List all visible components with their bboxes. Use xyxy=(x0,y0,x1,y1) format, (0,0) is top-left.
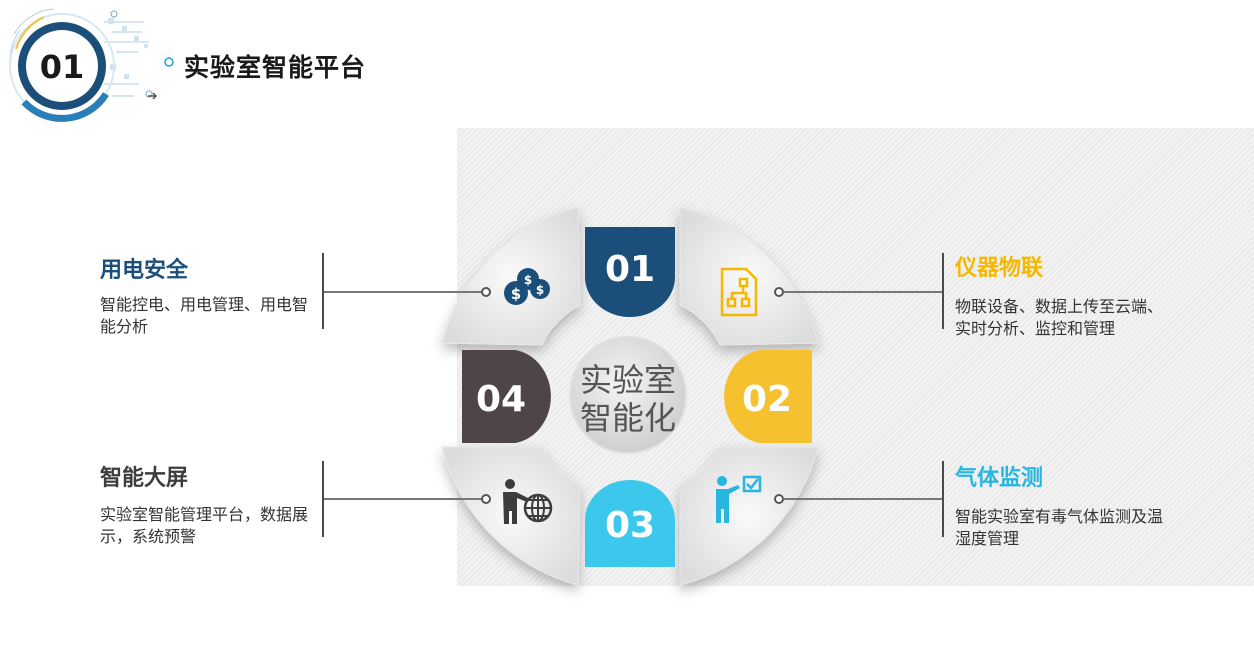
item-top-left: 用电安全 智能控电、用电管理、用电智能分析 xyxy=(100,252,315,338)
segment-01-tab xyxy=(585,227,675,317)
svg-text:$: $ xyxy=(536,283,544,297)
badge-number: 01 xyxy=(40,48,85,86)
item-description: 智能实验室有毒气体监测及温湿度管理 xyxy=(955,507,1164,548)
item-title: 仪器物联 xyxy=(955,256,1044,281)
top-right-divider xyxy=(942,253,944,329)
item-bottom-left: 智能大屏 实验室智能管理平台，数据展示，系统预警 xyxy=(100,460,315,548)
item-bottom-right: 气体监测 智能实验室有毒气体监测及温湿度管理 xyxy=(955,460,1165,550)
bottom-left-connector-dot xyxy=(481,494,491,504)
item-description: 实验室智能管理平台，数据展示，系统预警 xyxy=(100,505,309,546)
item-title: 智能大屏 xyxy=(100,466,189,491)
item-description: 智能控电、用电管理、用电智能分析 xyxy=(100,295,309,336)
svg-text:$: $ xyxy=(511,285,521,303)
bottom-right-connector-dot xyxy=(774,494,784,504)
segment-02-number: 02 xyxy=(742,379,792,420)
bottom-right-divider xyxy=(942,461,944,537)
segment-02-tab xyxy=(724,350,812,443)
bottom-right-connector xyxy=(784,498,942,500)
segment-03-tab xyxy=(585,480,675,567)
top-left-divider xyxy=(322,253,324,329)
bottom-left-divider xyxy=(322,461,324,537)
segment-03-number: 03 xyxy=(605,505,655,546)
top-right-connector-dot xyxy=(774,287,784,297)
center-label-line2: 智能化 xyxy=(580,399,676,437)
top-left-connector-dot xyxy=(481,287,491,297)
central-diagram: 01 02 03 04 实验室 智能化 $ $ $ xyxy=(441,206,819,586)
top-left-connector xyxy=(324,291,482,293)
page-title: 实验室智能平台 xyxy=(184,53,367,82)
segment-01-number: 01 xyxy=(605,249,655,290)
segment-04-number: 04 xyxy=(476,379,526,420)
item-title: 气体监测 xyxy=(955,466,1044,491)
section-number-badge: 01 xyxy=(4,4,174,124)
center-label-line1: 实验室 xyxy=(580,361,676,399)
item-title: 用电安全 xyxy=(100,258,189,283)
item-description: 物联设备、数据上传至云端、实时分析、监控和管理 xyxy=(955,297,1164,338)
bottom-left-connector xyxy=(324,498,482,500)
svg-text:$: $ xyxy=(524,273,532,287)
segment-04-tab xyxy=(462,350,551,443)
presenter-globe-icon xyxy=(503,479,553,524)
presenter-checkbox-icon xyxy=(716,475,762,523)
money-coins-icon: $ $ $ xyxy=(504,268,550,305)
document-flowchart-icon xyxy=(720,267,758,317)
item-top-right: 仪器物联 物联设备、数据上传至云端、实时分析、监控和管理 xyxy=(955,250,1165,340)
top-right-connector xyxy=(784,291,942,293)
